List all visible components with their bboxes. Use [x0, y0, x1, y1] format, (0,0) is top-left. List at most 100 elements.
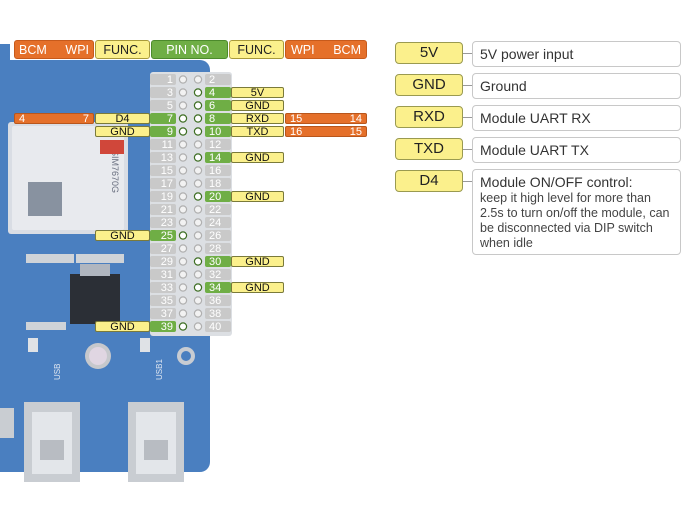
pin-number-even: 24: [205, 217, 231, 229]
pin-number-odd: 23: [150, 217, 176, 229]
legend-key-gnd: GND: [395, 74, 463, 96]
pin-function-right: TXD: [231, 126, 284, 138]
pin-dot: [193, 88, 203, 97]
pin-dot: [193, 296, 203, 305]
pin-number-even: 2: [205, 74, 231, 86]
legend-connector: [463, 85, 472, 86]
pin-dot: [193, 140, 203, 149]
pin-function-right: GND: [231, 282, 284, 294]
pin-number-odd: 27: [150, 243, 176, 255]
header-bcm-right: BCM: [333, 42, 361, 57]
pin-function-left: D4: [95, 113, 150, 125]
pin-dot: [178, 205, 188, 214]
pin-dot: [193, 179, 203, 188]
pin-number-odd: 29: [150, 256, 176, 268]
header-bcm-wpi-left: BCM WPI: [14, 40, 94, 59]
pin-dot: [193, 192, 203, 201]
chip-label: SIM7670G: [110, 150, 120, 193]
pin-dot: [193, 127, 203, 136]
pin-number-odd: 25: [150, 230, 176, 242]
header-wpi-left: WPI: [65, 42, 89, 57]
pin-number-even: 6: [205, 100, 231, 112]
pin-number-odd: 35: [150, 295, 176, 307]
pin-dot: [178, 166, 188, 175]
pin-dots: [178, 75, 203, 331]
usb-connector-right: [128, 402, 184, 482]
pin-bcm: 15: [349, 126, 362, 138]
pin-dot: [178, 218, 188, 227]
pin-wpi: 16: [290, 126, 303, 138]
pin-number-odd: 31: [150, 269, 176, 281]
pin-number-odd: 13: [150, 152, 176, 164]
pin-number-odd: 21: [150, 204, 176, 216]
pin-function-left: GND: [95, 230, 150, 242]
pin-dot: [178, 140, 188, 149]
pin-dot: [178, 257, 188, 266]
pin-number-even: 36: [205, 295, 231, 307]
pin-dot: [193, 166, 203, 175]
pin-number-even: 8: [205, 113, 231, 125]
pin-number-even: 32: [205, 269, 231, 281]
pin-wpi: 7: [82, 113, 89, 125]
pin-dot: [193, 218, 203, 227]
pin-dot: [178, 88, 188, 97]
pin-number-even: 16: [205, 165, 231, 177]
pin-dot: [178, 244, 188, 253]
pin-number-odd: 7: [150, 113, 176, 125]
pin-dot: [178, 322, 188, 331]
usb-label-left: USB: [53, 364, 62, 380]
pin-number-even: 22: [205, 204, 231, 216]
pin-number-even: 12: [205, 139, 231, 151]
header-wpi-bcm-right: WPI BCM: [285, 40, 367, 59]
pin-number-odd: 9: [150, 126, 176, 138]
pin-dot: [178, 270, 188, 279]
usb-connector-left: [24, 402, 80, 482]
pin-dot: [193, 257, 203, 266]
legend-desc-5v: 5V power input: [472, 41, 681, 67]
header-pin-no: PIN NO.: [151, 40, 228, 59]
legend-desc-gnd: Ground: [472, 73, 681, 99]
usb-label-right: USB1: [155, 359, 164, 380]
pin-number-odd: 5: [150, 100, 176, 112]
pin-dot: [178, 179, 188, 188]
pin-number-odd: 11: [150, 139, 176, 151]
pin-dot: [178, 296, 188, 305]
pin-number-odd: 39: [150, 321, 176, 333]
legend-key-5v: 5V: [395, 42, 463, 64]
legend-desc-d4-title: Module ON/OFF control:: [480, 174, 633, 190]
pin-number-odd: 33: [150, 282, 176, 294]
pin-wpi: 15: [290, 113, 303, 125]
pin-number-even: 38: [205, 308, 231, 320]
header-func-left: FUNC.: [95, 40, 150, 59]
pin-number-even: 20: [205, 191, 231, 203]
legend-key-txd: TXD: [395, 138, 463, 160]
pin-number-odd: 3: [150, 87, 176, 99]
pin-number-even: 28: [205, 243, 231, 255]
pin-dot: [193, 153, 203, 162]
pin-number-odd: 15: [150, 165, 176, 177]
pin-number-even: 4: [205, 87, 231, 99]
pin-number-odd: 17: [150, 178, 176, 190]
pin-number-even: 18: [205, 178, 231, 190]
pin-function-right: GND: [231, 152, 284, 164]
pin-function-left: GND: [95, 321, 150, 333]
pin-number-even: 14: [205, 152, 231, 164]
pin-function-right: RXD: [231, 113, 284, 125]
legend-connector: [463, 53, 472, 54]
legend-key-d4: D4: [395, 170, 463, 192]
pin-number-odd: 19: [150, 191, 176, 203]
pin-dot: [178, 75, 188, 84]
pin-bcm: 14: [349, 113, 362, 125]
header-bcm-left: BCM: [19, 42, 47, 57]
pin-dot: [178, 153, 188, 162]
legend-desc-d4-detail: keep it high level for more than 2.5s to…: [480, 191, 670, 250]
pin-function-right: GND: [231, 100, 284, 112]
pin-number-even: 34: [205, 282, 231, 294]
pin-dot: [178, 231, 188, 240]
pin-number-odd: 37: [150, 308, 176, 320]
